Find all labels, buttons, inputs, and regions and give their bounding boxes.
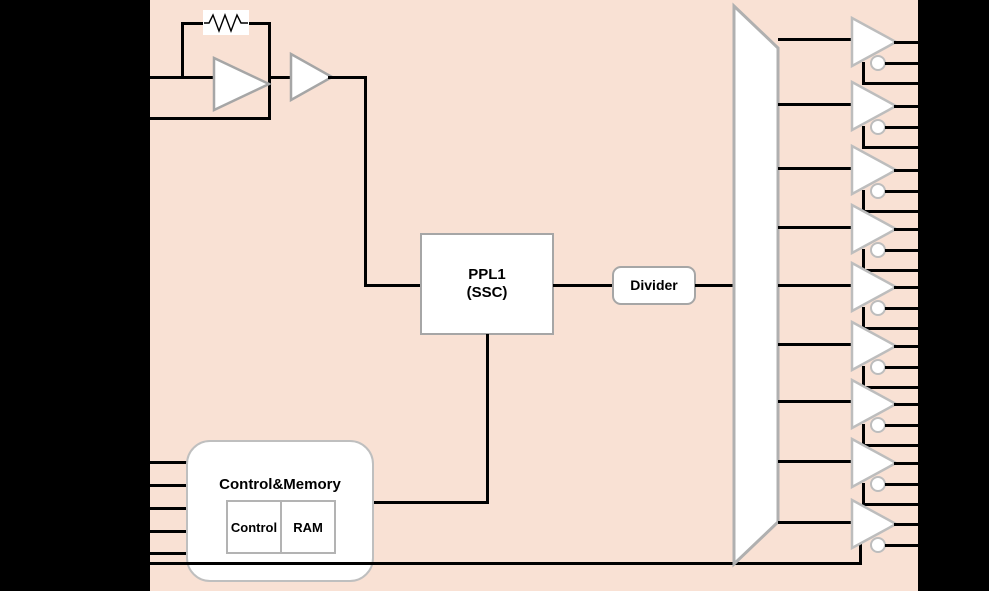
ram-subblock[interactable]: RAM [282, 500, 336, 554]
wire-output-4-true [894, 228, 989, 231]
wire-output-6-comp [885, 366, 989, 369]
wire-output-5-comp-foot [862, 327, 989, 330]
wire-output-6-comp-foot [862, 386, 989, 389]
wire-output-7-comp [885, 424, 989, 427]
output-buffer-9-icon[interactable] [850, 497, 900, 553]
wire-control-pin-5 [150, 552, 192, 555]
wire-output-2-comp-riser [862, 126, 865, 148]
wire-output-1-comp [885, 62, 989, 65]
wire-bottom-bus [150, 562, 862, 565]
ram-subblock-label: RAM [293, 519, 323, 535]
wire-amp1-to-amp2 [268, 76, 292, 79]
wire-bottom-bus-riser [859, 527, 862, 565]
oscillator-amplifier-1-icon [212, 56, 272, 112]
wire-feedback-left-vertical [181, 22, 184, 79]
wire-fanout-tap-2 [778, 103, 854, 106]
output-buffer-4-icon[interactable] [850, 202, 900, 258]
wire-control-pin-4 [150, 530, 192, 533]
output-buffer-3-icon[interactable] [850, 143, 900, 199]
wire-divider-to-fanout [695, 284, 738, 287]
wire-control-pin-2 [150, 484, 192, 487]
wire-output-3-comp-riser [862, 190, 865, 212]
divider-block-label: Divider [630, 277, 678, 294]
control-memory-block[interactable]: Control&Memory Control RAM [186, 440, 374, 582]
wire-output-8-true [894, 462, 989, 465]
wire-control-pin-3 [150, 507, 192, 510]
wire-output-9-comp [885, 544, 989, 547]
wire-output-5-true [894, 286, 989, 289]
output-buffer-2-icon[interactable] [850, 79, 900, 135]
output-buffer-1-icon[interactable] [850, 15, 900, 71]
wire-output-6-true [894, 345, 989, 348]
wire-output-5-comp-riser [862, 307, 865, 329]
pll-block-label-line2: (SSC) [466, 284, 508, 301]
wire-output-1-true [894, 41, 989, 44]
control-memory-title: Control&Memory [219, 476, 341, 493]
wire-output-2-true [894, 105, 989, 108]
control-subblock[interactable]: Control [226, 500, 282, 554]
wire-feedback-right-vertical [268, 22, 271, 120]
control-subblock-label: Control [230, 519, 278, 535]
oscillator-amplifier-2-icon [289, 51, 335, 103]
wire-xout-pin [150, 117, 270, 120]
wire-output-4-comp [885, 249, 989, 252]
control-memory-subblocks: Control RAM [226, 500, 336, 554]
clock-distribution-fanout-block[interactable] [730, 2, 782, 568]
wire-output-8-comp-foot [862, 503, 989, 506]
output-buffer-6-icon[interactable] [850, 319, 900, 375]
pll-block[interactable]: PPL1 (SSC) [420, 233, 554, 335]
wire-amp2-output [328, 76, 366, 79]
wire-output-2-comp-foot [862, 146, 989, 149]
wire-output-4-comp-riser [862, 249, 865, 271]
output-buffer-7-icon[interactable] [850, 377, 900, 433]
wire-output-1-comp-foot [862, 82, 989, 85]
wire-output-7-comp-foot [862, 444, 989, 447]
divider-block[interactable]: Divider [612, 266, 696, 305]
wire-control-pin-1 [150, 461, 192, 464]
wire-fanout-tap-8 [778, 460, 854, 463]
wire-output-1-comp-riser [862, 62, 865, 84]
output-buffer-8-icon[interactable] [850, 436, 900, 492]
wire-pll-to-control-horizontal [372, 501, 489, 504]
wire-feedback-top-left [181, 22, 208, 25]
wire-output-5-comp [885, 307, 989, 310]
wire-output-3-comp-foot [862, 210, 989, 213]
output-buffer-5-icon[interactable] [850, 260, 900, 316]
wire-fanout-tap-4 [778, 226, 854, 229]
wire-fanout-tap-5 [778, 284, 854, 287]
pll-block-label-line1: PPL1 [468, 266, 506, 284]
wire-osc-to-pll-vertical [364, 76, 367, 284]
wire-output-6-comp-riser [862, 366, 865, 388]
wire-output-7-comp-riser [862, 424, 865, 446]
wire-feedback-top-right [246, 22, 271, 25]
wire-pll-to-control-vertical [486, 334, 489, 504]
wire-osc-to-pll-horizontal [364, 284, 422, 287]
wire-fanout-tap-7 [778, 400, 854, 403]
wire-output-2-comp [885, 126, 989, 129]
wire-fanout-tap-1 [778, 38, 854, 41]
wire-output-8-comp-riser [862, 483, 865, 505]
wire-output-8-comp [885, 483, 989, 486]
wire-output-7-true [894, 403, 989, 406]
feedback-resistor-icon [203, 10, 249, 35]
wire-output-4-comp-foot [862, 269, 989, 272]
wire-output-9-true [894, 523, 989, 526]
wire-fanout-tap-6 [778, 343, 854, 346]
wire-xin-pin [150, 76, 222, 79]
wire-fanout-tap-9 [778, 521, 854, 524]
wire-output-3-comp [885, 190, 989, 193]
wire-output-3-true [894, 169, 989, 172]
wire-pll-to-divider [553, 284, 613, 287]
wire-fanout-tap-3 [778, 167, 854, 170]
